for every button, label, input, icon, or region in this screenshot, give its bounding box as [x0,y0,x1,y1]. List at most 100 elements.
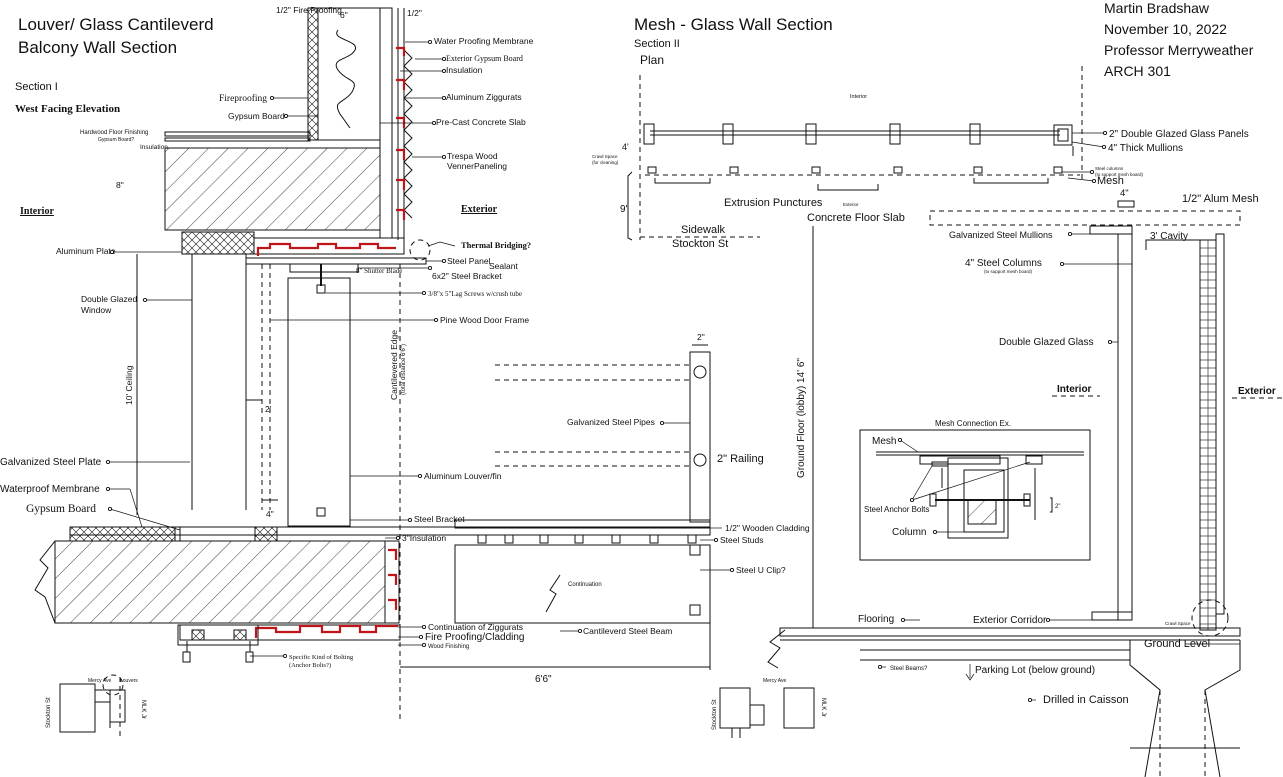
label-anchor-bolts-2: (Anchor Bolts?) [289,662,331,669]
label-key-mercy-left: Mercy Ave [88,678,111,684]
mesh-connection-detail [859,429,1091,561]
label-water-membrane: Water Proofing Membrane [434,36,534,46]
label-bracket-6x2: 6x2" Steel Bracket [432,271,502,281]
label-crawl-2: (for cleaning) [592,160,619,165]
label-ext-corridor: Exterior Corridor [973,615,1047,626]
label-total-distance: (total distance 6'6") [401,344,407,395]
railing [689,351,711,523]
label-insulation: Insulation [446,65,483,75]
label-galv-mullions: Galvanized Steel Mullions [949,230,1053,240]
label-column: Column [892,527,926,538]
label-exterior-plan: Exterior [843,202,859,207]
label-ziggurats: Aluminum Ziggurats [446,92,522,102]
label-extrusion: Extrusion Punctures [724,197,823,209]
label-ground-floor: Ground Floor (lobby) 14' 6" [796,358,807,478]
label-dim-2in-right: 2" [1055,504,1060,510]
left-title-block: Louver/ Glass Cantileverd Balcony Wall S… [15,15,214,115]
author-professor: Professor Merryweather [1104,42,1254,58]
label-cant-beam: Cantileverd Steel Beam [583,626,672,636]
ground-floor-slab [779,627,1241,637]
continuation-ziggurats [254,624,398,638]
author-name: Martin Bradshaw [1104,0,1210,16]
label-steel-panel: Steel Panel [447,256,491,266]
author-course: ARCH 301 [1104,63,1171,79]
label-railing: 2" Railing [717,453,764,465]
plan-label: Plan [640,53,664,67]
fireproofing-layer [307,7,319,141]
label-waterproof: Waterproof Membrane [0,484,100,495]
label-dim-4in: 4" [1120,188,1129,199]
left-title-line-1: Louver/ Glass Cantileverd [18,15,214,34]
label-caisson: Drilled in Caisson [1043,694,1129,706]
label-double-glazed: Double Glazed Glass [999,337,1094,348]
label-wood-cladding: 1/2" Wooden Cladding [725,523,810,533]
section-i-labels: 1/2" Fire Proofing 6" 1/2" Water Proofin… [0,5,810,728]
label-lag-screws: 3/8"x 5"Lag Screws w/crush tube [428,290,522,298]
right-title-block: Mesh - Glass Wall Section Section II Pla… [634,15,833,67]
label-precast: Pre-Cast Concrete Slab [436,117,526,127]
label-steel-col-note-1: Steel columns [1095,166,1124,171]
label-anchor: Steel Anchor Bolts [864,505,929,514]
label-gypsum-board: Gypsum Board [228,111,285,121]
section-ii-label: Section II [634,38,680,50]
label-insulation-3: 3"Insulation [402,533,446,543]
label-gypsum-board-2: Gypsum Board [26,503,96,515]
label-steel-beams: Steel Beams? [890,666,928,672]
label-dim-66: 6'6" [535,674,552,685]
label-mesh: Mesh [1097,175,1124,187]
label-hardwood: Hardwood Floor Finishing [80,130,148,136]
label-exterior-right: Exterior [1238,386,1276,397]
section-i-leaders [105,39,735,659]
label-dim-2ft: 2' [265,404,272,414]
label-fire-cladding: Fire Proofing/Cladding [425,632,525,643]
label-trespa-1: Trespa Wood [447,151,498,161]
insulation-cavity [317,7,381,141]
label-crawl-1: Crawl Space [592,154,618,159]
label-cont-ziggurats: Continuation of Ziggurats [428,622,523,632]
label-pine-frame: Pine Wood Door Frame [440,315,529,325]
label-interior-right: Interior [1057,384,1092,395]
label-flooring: Flooring [858,614,894,625]
label-steel-col-note-2: (to support mesh board) [1095,172,1144,177]
label-steel-columns: 4" Steel Columns [965,258,1042,269]
aluminum-ziggurats [396,46,406,220]
steel-studs [477,534,697,544]
steel-panel [245,257,427,265]
label-key-stockton-right: Stockton St [712,699,718,730]
right-title: Mesh - Glass Wall Section [634,15,833,34]
label-dim-4ft: 4' [622,142,629,152]
label-ceiling: 10' Ceiling [124,365,134,405]
label-shutter: 8" Shutter Blade [356,267,402,275]
label-exterior-left: Exterior [461,204,498,215]
label-cavity: 3' Cavity [1150,231,1188,242]
label-dim-8: 8" [116,180,124,190]
label-u-clip: Steel U Clip? [736,565,786,575]
label-dim-4: 4" [266,509,274,519]
label-interior-left: Interior [20,206,54,217]
label-dg-window-1: Double Glazed [81,294,138,304]
key-plan-right [719,687,815,738]
label-continuation: Continuation [568,582,602,588]
label-mesh-conn: Mesh Connection Ex. [935,419,1011,428]
lower-concrete-slab [54,540,386,624]
author-block: Martin Bradshaw November 10, 2022 Profes… [1104,0,1254,79]
label-fire-proofing-top: 1/2" Fire Proofing [276,5,342,15]
label-concrete-slab: Concrete Floor Slab [807,212,905,224]
label-key-mlk-right: MLK Jr [820,698,826,717]
label-gypsum-q: Gypsum Board? [98,137,134,143]
label-crawl-small: Crawl Space [1165,621,1191,626]
section-ii-leaders [877,130,1240,703]
precast-concrete-slab [164,147,381,231]
label-alum-mesh: 1/2" Alum Mesh [1182,193,1259,205]
mesh-wall [1199,239,1217,631]
label-thermal: Thermal Bridging? [461,240,531,250]
section-ii-labels: Interior 2" Double Glazed Glass Panels 4… [592,94,1283,730]
label-wood-finishing: Wood Finishing [428,644,469,650]
label-steel-studs: Steel Studs [720,535,763,545]
label-support-mesh: (to support mesh board) [984,269,1033,274]
section-i-drawing [34,7,711,740]
key-plan-left [59,674,126,740]
label-dim-6: 6" [340,10,348,20]
label-galv-plate: Galvanized Steel Plate [0,457,102,468]
label-dg-window-2: Window [81,305,112,315]
